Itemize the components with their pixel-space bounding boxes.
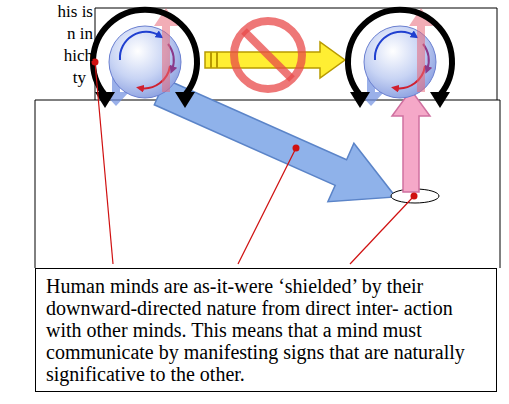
arrow-head bbox=[350, 92, 370, 108]
prohibition-bar bbox=[244, 31, 292, 79]
margin-text: his is bbox=[58, 2, 93, 22]
margin-text: n in bbox=[67, 24, 93, 44]
leader-line bbox=[95, 62, 113, 264]
mind-sphere bbox=[109, 26, 181, 98]
note-text: Human minds are as-it-were ‘shielded’ by… bbox=[46, 275, 476, 385]
circular-arrow bbox=[348, 10, 452, 95]
margin-text: hich bbox=[64, 46, 93, 66]
circular-arrow bbox=[93, 10, 197, 95]
arrow-head bbox=[430, 92, 450, 108]
arrow-stripe bbox=[210, 52, 212, 68]
mind-sphere bbox=[364, 26, 436, 98]
perception-arrow bbox=[392, 90, 430, 192]
arrow-head bbox=[175, 92, 195, 108]
prohibition-ring bbox=[234, 21, 302, 89]
text-box: Human minds are as-it-were ‘shielded’ by… bbox=[35, 268, 497, 392]
arrow-stripe bbox=[216, 52, 218, 68]
leader-dot bbox=[411, 193, 418, 200]
margin-text: ty bbox=[73, 68, 86, 88]
inner-arrow bbox=[120, 32, 160, 60]
leader-dot bbox=[293, 145, 300, 152]
upper-frame bbox=[95, 8, 497, 100]
leader-line bbox=[238, 148, 296, 264]
leader-line bbox=[350, 196, 414, 264]
inner-arrow bbox=[375, 32, 415, 60]
